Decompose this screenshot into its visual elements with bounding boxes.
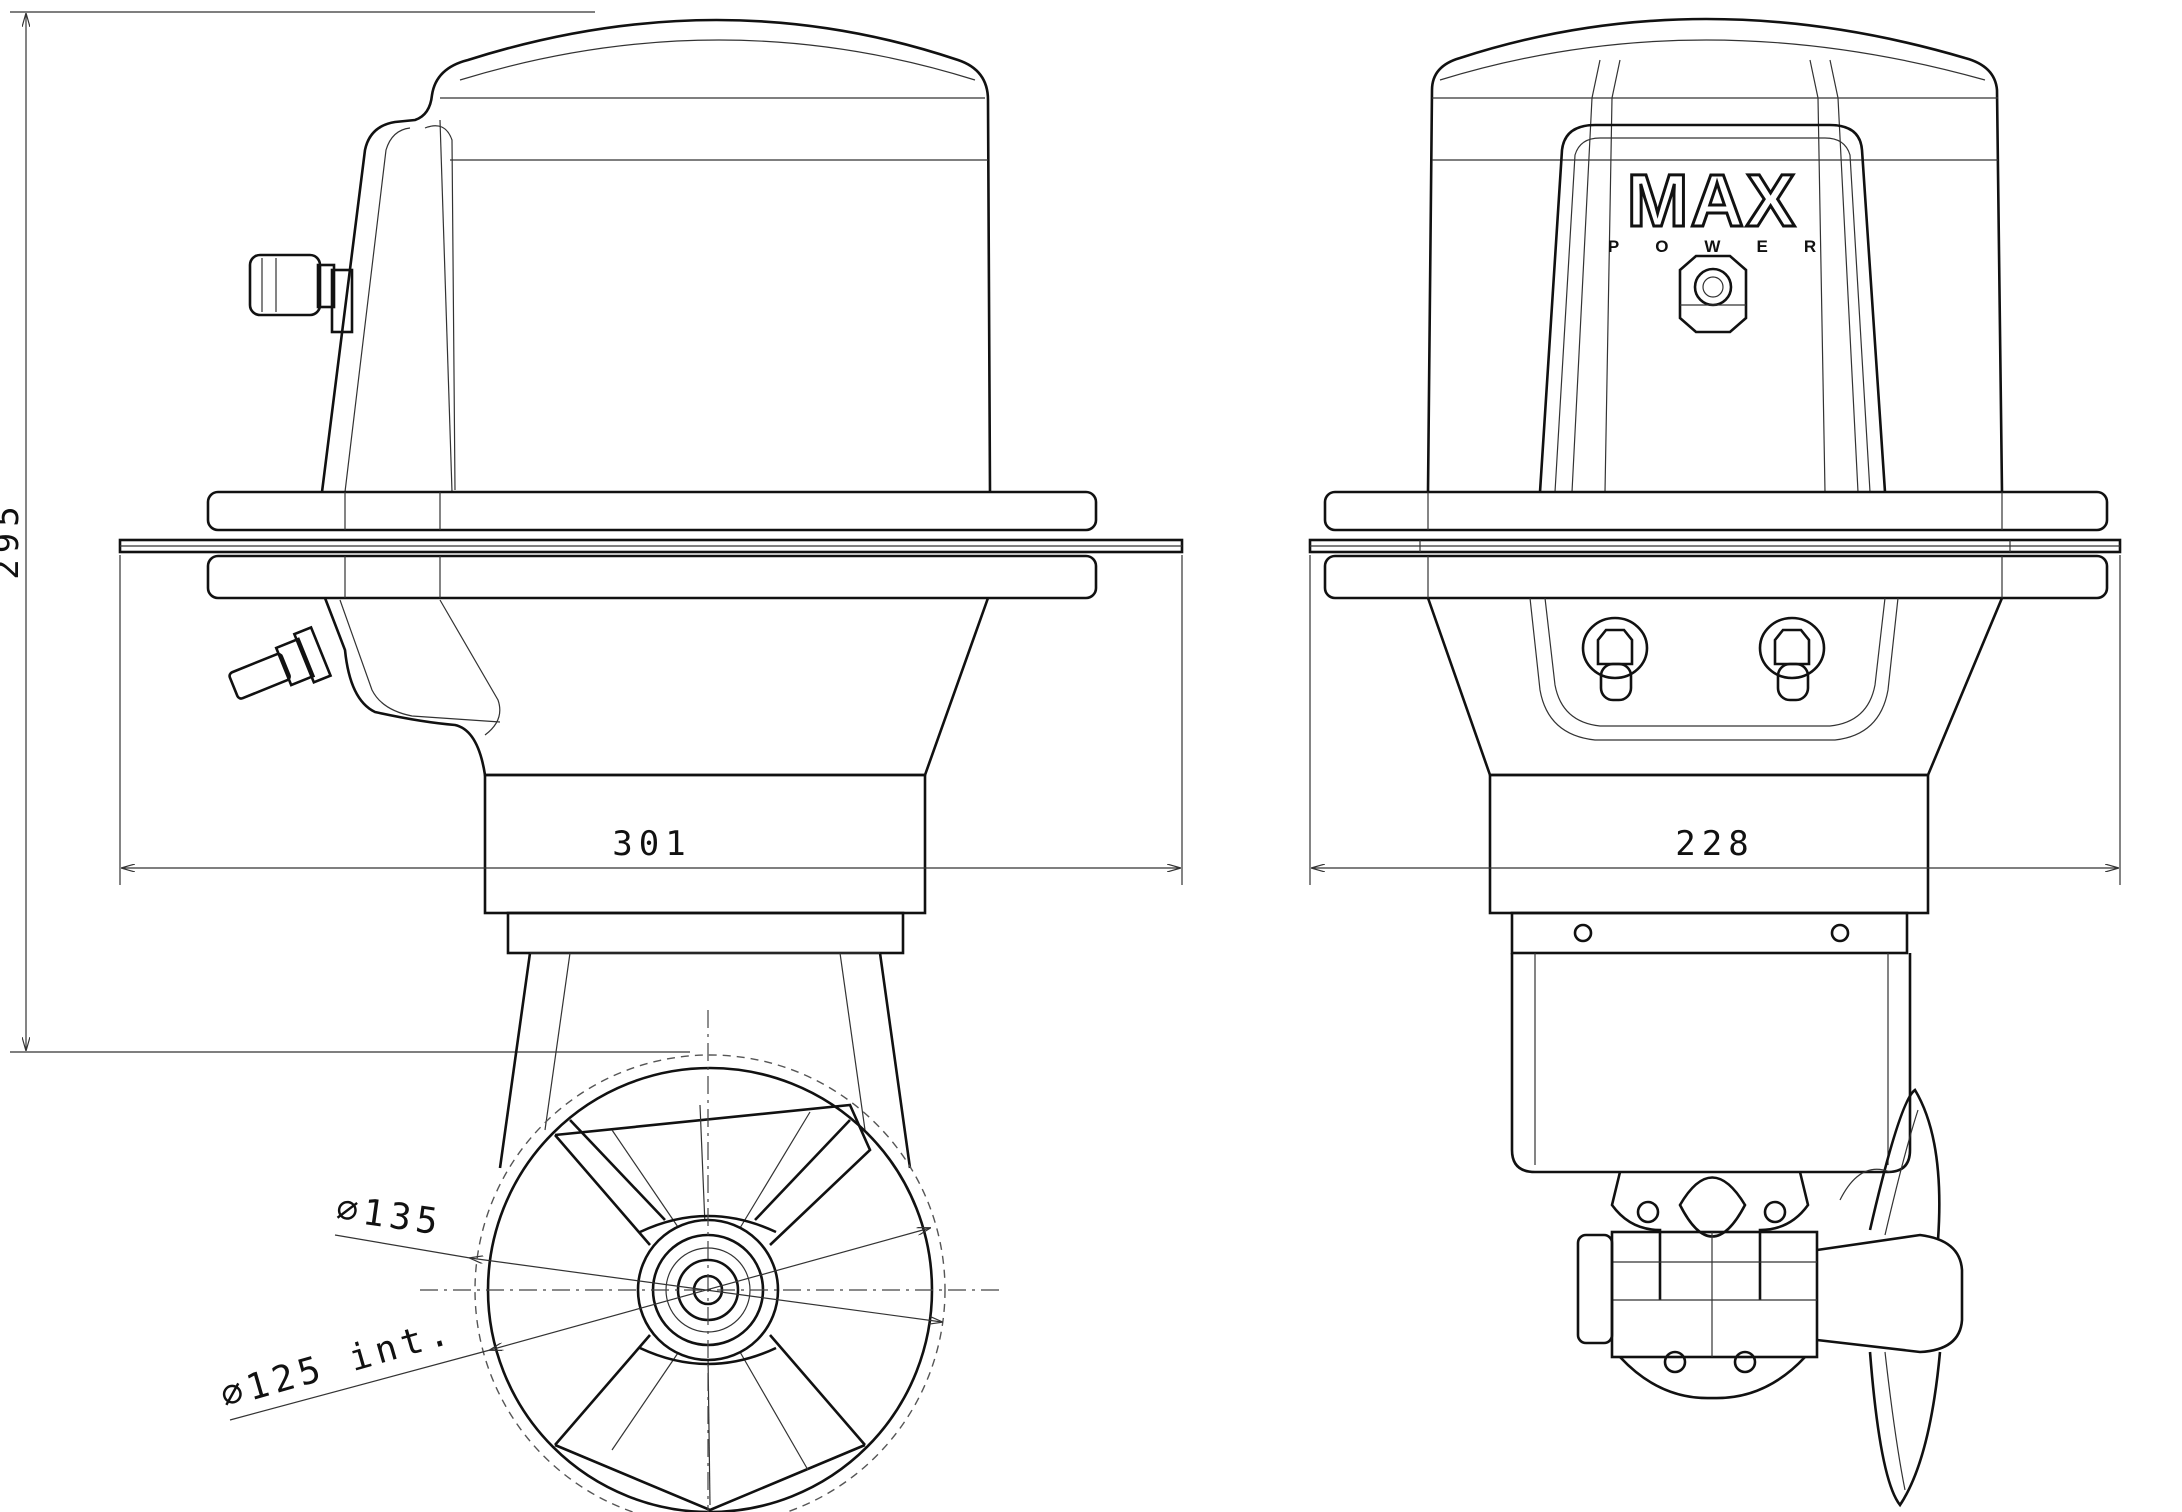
diameter-inner-label: ∅125 int.	[216, 1311, 458, 1417]
front-terminal-stud-right	[1758, 616, 1826, 702]
front-terminal-stud-left	[1581, 616, 1649, 702]
side-lower-gland	[228, 625, 333, 700]
side-width-label: 301	[612, 824, 691, 864]
side-propeller	[420, 1010, 1000, 1512]
front-width-label: 228	[1675, 824, 1754, 864]
front-width-dimension: 228	[1309, 555, 2121, 885]
front-lower-housing	[1426, 597, 2004, 777]
front-propeller-pod	[1576, 1088, 1964, 1508]
height-dimension-label: 295	[0, 500, 27, 579]
front-motor-cover	[1426, 17, 2004, 493]
front-logo-panel	[1538, 123, 1887, 493]
max-power-logo: MAX POWER	[1608, 158, 1852, 257]
logo-subtitle: POWER	[1608, 237, 1852, 256]
side-cable-gland	[248, 253, 354, 334]
side-view: ∅135 ∅125 int. 301	[118, 18, 1184, 1512]
diameter-outer-label: ∅135	[334, 1188, 445, 1243]
side-lower-housing	[323, 597, 990, 777]
side-width-dimension: 301	[119, 555, 1183, 885]
side-motor-cover	[320, 18, 992, 493]
logo-brand: MAX	[1627, 159, 1797, 242]
front-view: MAX POWER	[1308, 17, 2122, 1508]
height-dimension: 295	[0, 11, 690, 1053]
diameter-leaders: ∅135 ∅125 int.	[216, 1188, 942, 1421]
front-cable-gland	[1678, 254, 1748, 334]
